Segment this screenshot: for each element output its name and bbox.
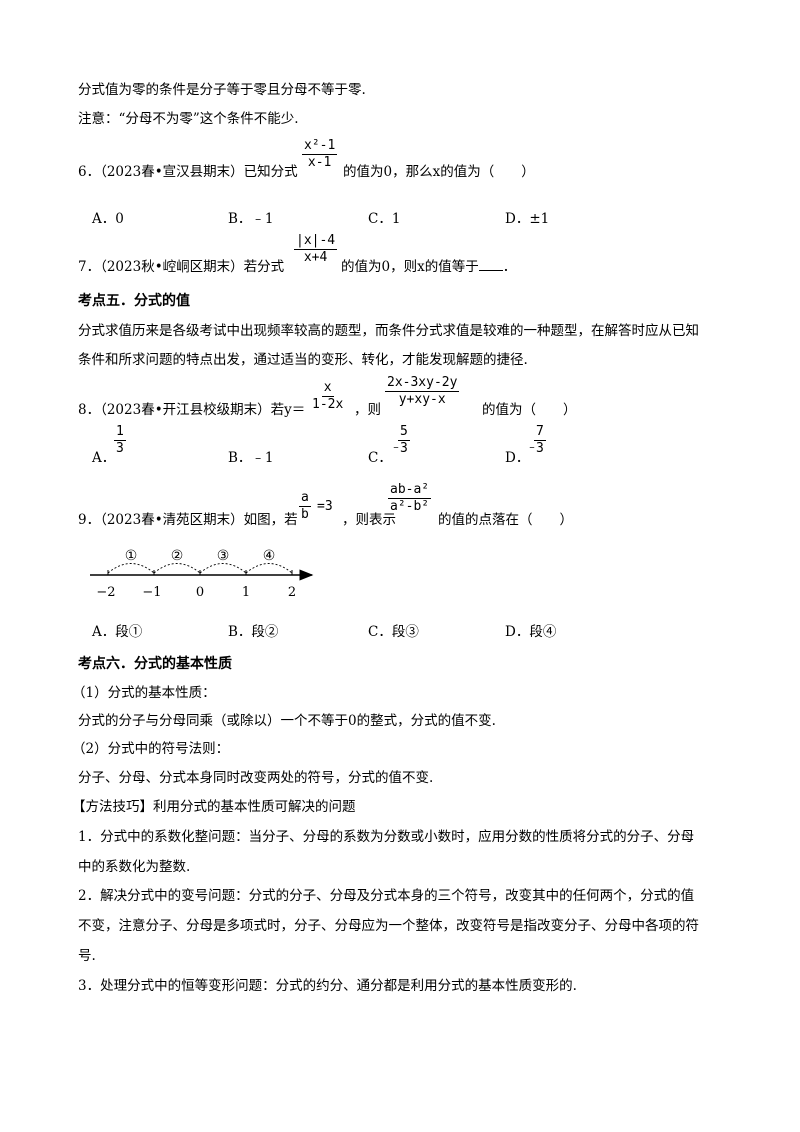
section6-line-4: 分子、分母、分式本身同时改变两处的符号，分式的值不变. — [78, 770, 434, 786]
q9-frac2-num: ab-a² — [388, 482, 432, 499]
section6-line-8: 2．解决分式中的变号问题：分式的分子、分母及分式本身的三个符号，改变其中的任何两… — [78, 888, 695, 904]
number-line-figure: ① ② ③ ④ −2 −1 0 1 2 — [90, 548, 314, 600]
q8-option-d-frac: 7 3 — [534, 424, 546, 457]
section6-line-1: （1）分式的基本性质： — [72, 685, 216, 701]
tick-label-neg1: −1 — [142, 585, 161, 600]
section6-line-2: 分式的分子与分母同乘（或除以）一个不等于0的整式，分式的值不变. — [78, 713, 496, 729]
q6-option-a[interactable]: A．0 — [92, 211, 124, 227]
q7-prefix: 7．（2023秋•崆峒区期末）若分式 — [78, 259, 285, 275]
intro-line-2: 注意：“分母不为零”这个条件不能少. — [78, 111, 299, 127]
segment-label-2: ② — [171, 548, 184, 564]
q7-suffix-text: 的值为0，则x的值等于 — [341, 259, 479, 275]
q6-frac-den: x-1 — [307, 155, 332, 170]
q8-prefix: 8．（2023春•开江县校级期末）若y＝ — [78, 402, 306, 418]
q9-option-b[interactable]: B．段② — [228, 624, 279, 640]
q8-option-a-den: 3 — [116, 441, 124, 456]
q6-option-b[interactable]: B．﹣1 — [228, 211, 274, 227]
q9-frac1-num: a — [299, 490, 311, 507]
q9-suffix: 的值的点落在（ ） — [438, 512, 573, 528]
section6-line-3: （2）分式中的符号法则： — [72, 741, 230, 757]
q8-option-c[interactable]: C． — [368, 446, 392, 466]
section6-heading: 考点六．分式的基本性质 — [78, 656, 232, 672]
section6-line-7: 中的系数化为整数. — [78, 859, 191, 875]
q8-fraction-2: 2x-3xy-2y y+xy-x — [385, 375, 460, 408]
q7-end: ． — [502, 259, 517, 275]
q8-fraction-1: x 1-2x — [310, 380, 345, 413]
segment-label-4: ④ — [263, 548, 276, 564]
q9-fraction-2: ab-a² a²-b² — [388, 482, 432, 515]
q8-option-a-frac: 1 3 — [114, 424, 126, 457]
q9-option-c[interactable]: C．段③ — [368, 624, 419, 640]
q8-option-a-label: A． — [92, 450, 116, 466]
q7-answer-blank[interactable] — [478, 258, 503, 271]
section5-heading: 考点五．分式的值 — [78, 293, 190, 309]
q9-option-d[interactable]: D．段④ — [505, 624, 557, 640]
q6-option-c[interactable]: C．1 — [368, 211, 401, 227]
intro-line-1: 分式值为零的条件是分子等于零且分母不等于零. — [78, 82, 366, 98]
q8-frac1-den: 1-2x — [312, 397, 344, 412]
section6-line-11: 3．处理分式中的恒等变形问题：分式的约分、通分都是利用分式的基本性质变形的. — [78, 978, 577, 994]
section5-p1: 分式求值历来是各级考试中出现频率较高的题型，而条件分式求值是较难的一种题型，在解… — [78, 323, 699, 339]
q6-fraction: x²-1 x-1 — [302, 138, 338, 171]
q9-frac1-den: b — [301, 507, 309, 522]
q9-fraction-1: a b — [299, 490, 311, 523]
section6-line-10: 号. — [78, 948, 96, 964]
q9-prefix: 9．（2023春•清苑区期末）如图，若 — [78, 512, 298, 528]
tick-label-neg2: −2 — [96, 585, 115, 600]
q6-option-d[interactable]: D．±1 — [505, 211, 550, 227]
q8-option-c-label: C． — [368, 450, 392, 466]
q9-frac2-den: a²-b² — [390, 499, 430, 514]
q8-mid: ，则 — [354, 402, 381, 418]
q8-option-d-sign: ﹣ — [526, 439, 539, 453]
q9-option-a[interactable]: A．段① — [92, 624, 143, 640]
q8-option-b[interactable]: B．﹣1 — [228, 450, 274, 466]
q6-suffix: 的值为0，那么x的值为（ ） — [343, 164, 535, 180]
q8-option-c-sign: ﹣ — [390, 439, 403, 453]
tick-label-0: 0 — [196, 585, 204, 600]
q6-frac-num: x²-1 — [302, 138, 338, 155]
q8-frac2-num: 2x-3xy-2y — [385, 375, 460, 392]
q8-option-a-num: 1 — [114, 424, 126, 441]
q9-eq: =3 — [317, 499, 333, 514]
q7-fraction: |x|-4 x+4 — [294, 233, 338, 266]
q8-frac2-den: y+xy-x — [398, 392, 446, 407]
segment-arcs — [107, 563, 293, 574]
q8-option-d-num: 7 — [534, 424, 546, 441]
q6-prefix: 6．（2023春•宣汉县期末）已知分式 — [78, 164, 298, 180]
segment-label-3: ③ — [217, 548, 230, 564]
q8-option-c-num: 5 — [398, 424, 410, 441]
q9-mid: ，则表示 — [342, 512, 396, 528]
q7-frac-den: x+4 — [303, 250, 328, 265]
q8-frac1-num: x — [321, 380, 334, 397]
q8-suffix: 的值为（ ） — [482, 402, 577, 418]
section6-line-5: 【方法技巧】利用分式的基本性质可解决的问题 — [72, 799, 356, 815]
section6-line-6: 1．分式中的系数化整问题：当分子、分母的系数为分数或小数时，应用分数的性质将分式… — [78, 829, 695, 845]
q8-option-c-den: 3 — [400, 441, 408, 456]
tick-label-2: 2 — [288, 585, 296, 600]
q8-option-a[interactable]: A． — [92, 446, 115, 466]
q7-frac-num: |x|-4 — [294, 233, 338, 250]
section5-p2: 条件和所求问题的特点出发，通过适当的变形、转化，才能发现解题的捷径. — [78, 352, 528, 368]
segment-label-1: ① — [125, 548, 138, 564]
q8-option-d-label: D． — [505, 450, 530, 466]
q7-suffix: 的值为0，则x的值等于 ． — [341, 255, 516, 275]
section6-line-9: 不变，注意分子、分母是多项式时，分子、分母应为一个整体，改变符号是指改变分子、分… — [78, 918, 699, 934]
q8-option-c-frac: 5 3 — [398, 424, 410, 457]
q8-option-d[interactable]: D． — [505, 446, 529, 466]
tick-label-1: 1 — [242, 585, 250, 600]
q8-option-d-den: 3 — [536, 441, 544, 456]
